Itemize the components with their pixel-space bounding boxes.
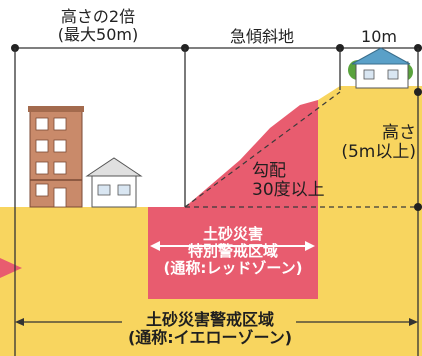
slope-angle-label: 勾配 30度以上 [252,161,325,201]
red-zone [148,207,318,299]
yellow-zone-label: 土砂災害警戒区域 (通称:イエローゾーン) [128,311,292,347]
height-label: 高さ (5m以上) [338,123,416,163]
apartment-building-icon [28,106,84,208]
height-line1: 高さ [382,123,416,143]
height-dot-top [414,88,422,96]
height-line2: (5m以上) [341,142,416,163]
red-zone-line2: 特別警戒区域 [187,241,278,260]
steep-slope-label: 急傾斜地 [229,27,295,46]
height-limit-line1: 高さの2倍 [60,7,136,26]
house-icon [85,157,143,208]
yellow-zone-line1: 土砂災害警戒区域 [145,310,275,329]
red-zone-line3: (通称:レッドゾーン) [163,258,303,277]
slope-angle-line2: 30度以上 [252,180,325,201]
ten-m-label: 10m [361,27,397,46]
hilltop-house-icon [348,47,413,89]
height-limit-label: 高さの2倍 (最大50m) [58,8,138,44]
slope-angle-line1: 勾配 [252,161,286,181]
height-limit-line2: (最大50m) [57,24,139,44]
height-dot-bottom [414,203,422,211]
steep-slope [185,100,318,207]
yellow-zone-line2: (通称:イエローゾーン) [127,327,293,347]
red-zone-left-arrow-tip [0,258,22,278]
red-zone-line1: 土砂災害 [202,225,263,243]
red-zone-label: 土砂災害 特別警戒区域 (通称:レッドゾーン) [164,226,303,276]
yellow-zone-upper [318,86,422,207]
yellow-zone-width-arrow [15,318,418,326]
red-zone-width-arrow [150,241,315,251]
